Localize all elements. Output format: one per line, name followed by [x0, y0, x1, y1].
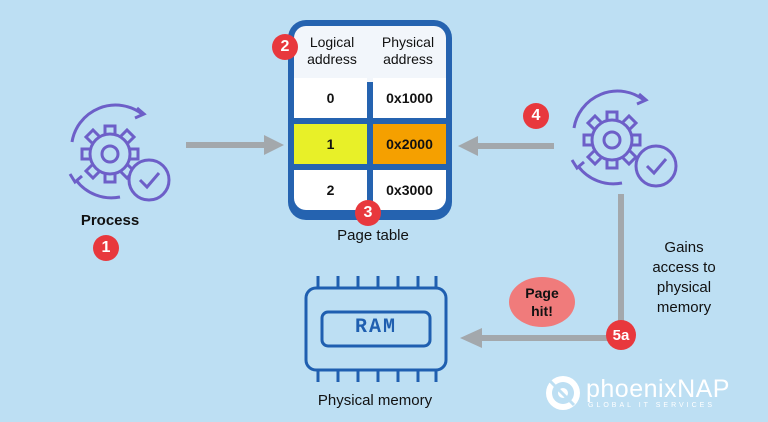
header-physical: Physical address	[381, 34, 435, 67]
table-cell-physical-1: 0x2000	[373, 124, 446, 164]
table-cell-physical-0: 0x1000	[373, 78, 446, 118]
page-table: Logical address Physical address 0 0x100…	[288, 20, 452, 220]
page-hit-bubble: Page hit!	[509, 277, 575, 327]
memory-caption: Physical memory	[317, 392, 433, 409]
ram-label: RAM	[354, 316, 397, 339]
table-cell-logical-2: 2	[294, 170, 367, 210]
page-table-caption: Page table	[337, 227, 409, 244]
page-hit-text: Page hit!	[525, 285, 559, 319]
header-logical: Logical address	[307, 34, 357, 67]
brand-logo: phoenixNAP GLOBAL IT SERVICES	[544, 373, 764, 415]
arrow-lookup-to-table	[458, 136, 554, 156]
page-table-header: Logical address Physical address	[294, 26, 446, 82]
arrow-process-to-table	[186, 135, 284, 155]
step-1-badge: 1	[93, 235, 119, 261]
step-5a-badge: 5a	[606, 320, 636, 350]
step-3-badge: 3	[355, 200, 381, 226]
brand-name: phoenixNAP	[586, 375, 730, 403]
access-text: Gains access to physical memory	[652, 239, 716, 316]
step-4-badge: 4	[523, 103, 549, 129]
table-cell-logical-0: 0	[294, 78, 367, 118]
brand-tagline: GLOBAL IT SERVICES	[588, 402, 716, 409]
phoenix-logo-icon	[546, 376, 580, 410]
table-cell-logical-1: 1	[294, 124, 367, 164]
process-gear-icon	[68, 103, 171, 202]
lookup-gear-icon	[570, 89, 678, 188]
step-2-badge: 2	[272, 34, 298, 60]
ram-chip-icon	[304, 276, 448, 382]
table-cell-physical-2: 0x3000	[373, 170, 446, 210]
process-label: Process	[80, 212, 140, 229]
